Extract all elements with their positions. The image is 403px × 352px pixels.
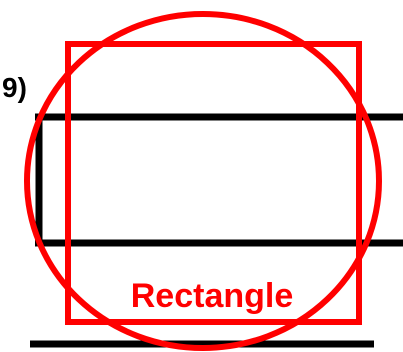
item-number: 9) xyxy=(2,72,27,103)
red-rectangle-outline xyxy=(65,41,362,325)
red-circle-outline xyxy=(24,11,382,351)
shape-label: Rectangle xyxy=(131,277,294,315)
